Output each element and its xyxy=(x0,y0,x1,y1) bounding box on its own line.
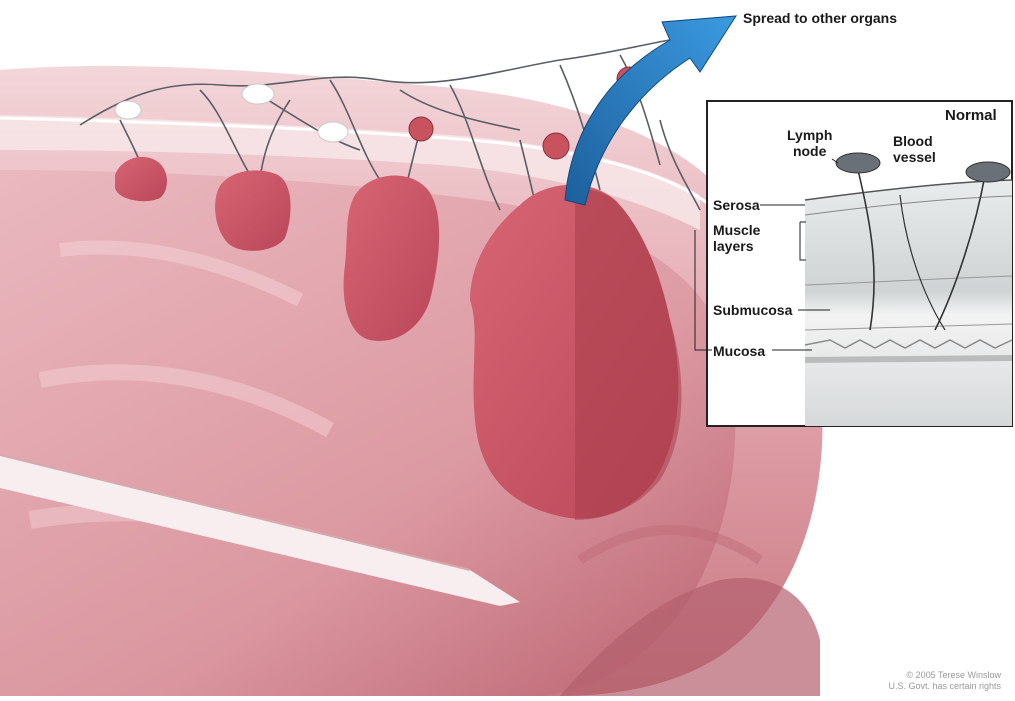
serosa-label: Serosa xyxy=(713,197,760,213)
credit-line2: U.S. Govt. has certain rights xyxy=(888,681,1001,692)
inset-heading: Normal xyxy=(945,108,997,124)
normal-tissue-inset xyxy=(695,101,1012,426)
lymph-node-label-line1: Lymph xyxy=(787,127,832,143)
muscle-layers-label: Muscle layers xyxy=(713,222,760,254)
lymph-node-label-line2: node xyxy=(787,143,832,159)
blood-vessel-label-line2: vessel xyxy=(893,149,936,165)
tumor-stage-2 xyxy=(215,170,290,250)
copyright-credit: © 2005 Terese Winslow U.S. Govt. has cer… xyxy=(888,670,1001,692)
muscle-layers-label-line2: layers xyxy=(713,238,760,254)
mucosa-label: Mucosa xyxy=(713,343,765,359)
colon xyxy=(0,66,823,696)
submucosa-label: Submucosa xyxy=(713,302,792,318)
inset-lymph-node-1 xyxy=(836,153,880,173)
blood-vessel-label: Blood vessel xyxy=(893,133,936,165)
inset-lymph-node-2 xyxy=(966,162,1010,182)
lymph-node-label: Lymph node xyxy=(787,127,832,159)
blood-vessel-label-line1: Blood xyxy=(893,133,936,149)
muscle-layers-label-line1: Muscle xyxy=(713,222,760,238)
spread-label: Spread to other organs xyxy=(743,10,897,26)
credit-line1: © 2005 Terese Winslow xyxy=(888,670,1001,681)
